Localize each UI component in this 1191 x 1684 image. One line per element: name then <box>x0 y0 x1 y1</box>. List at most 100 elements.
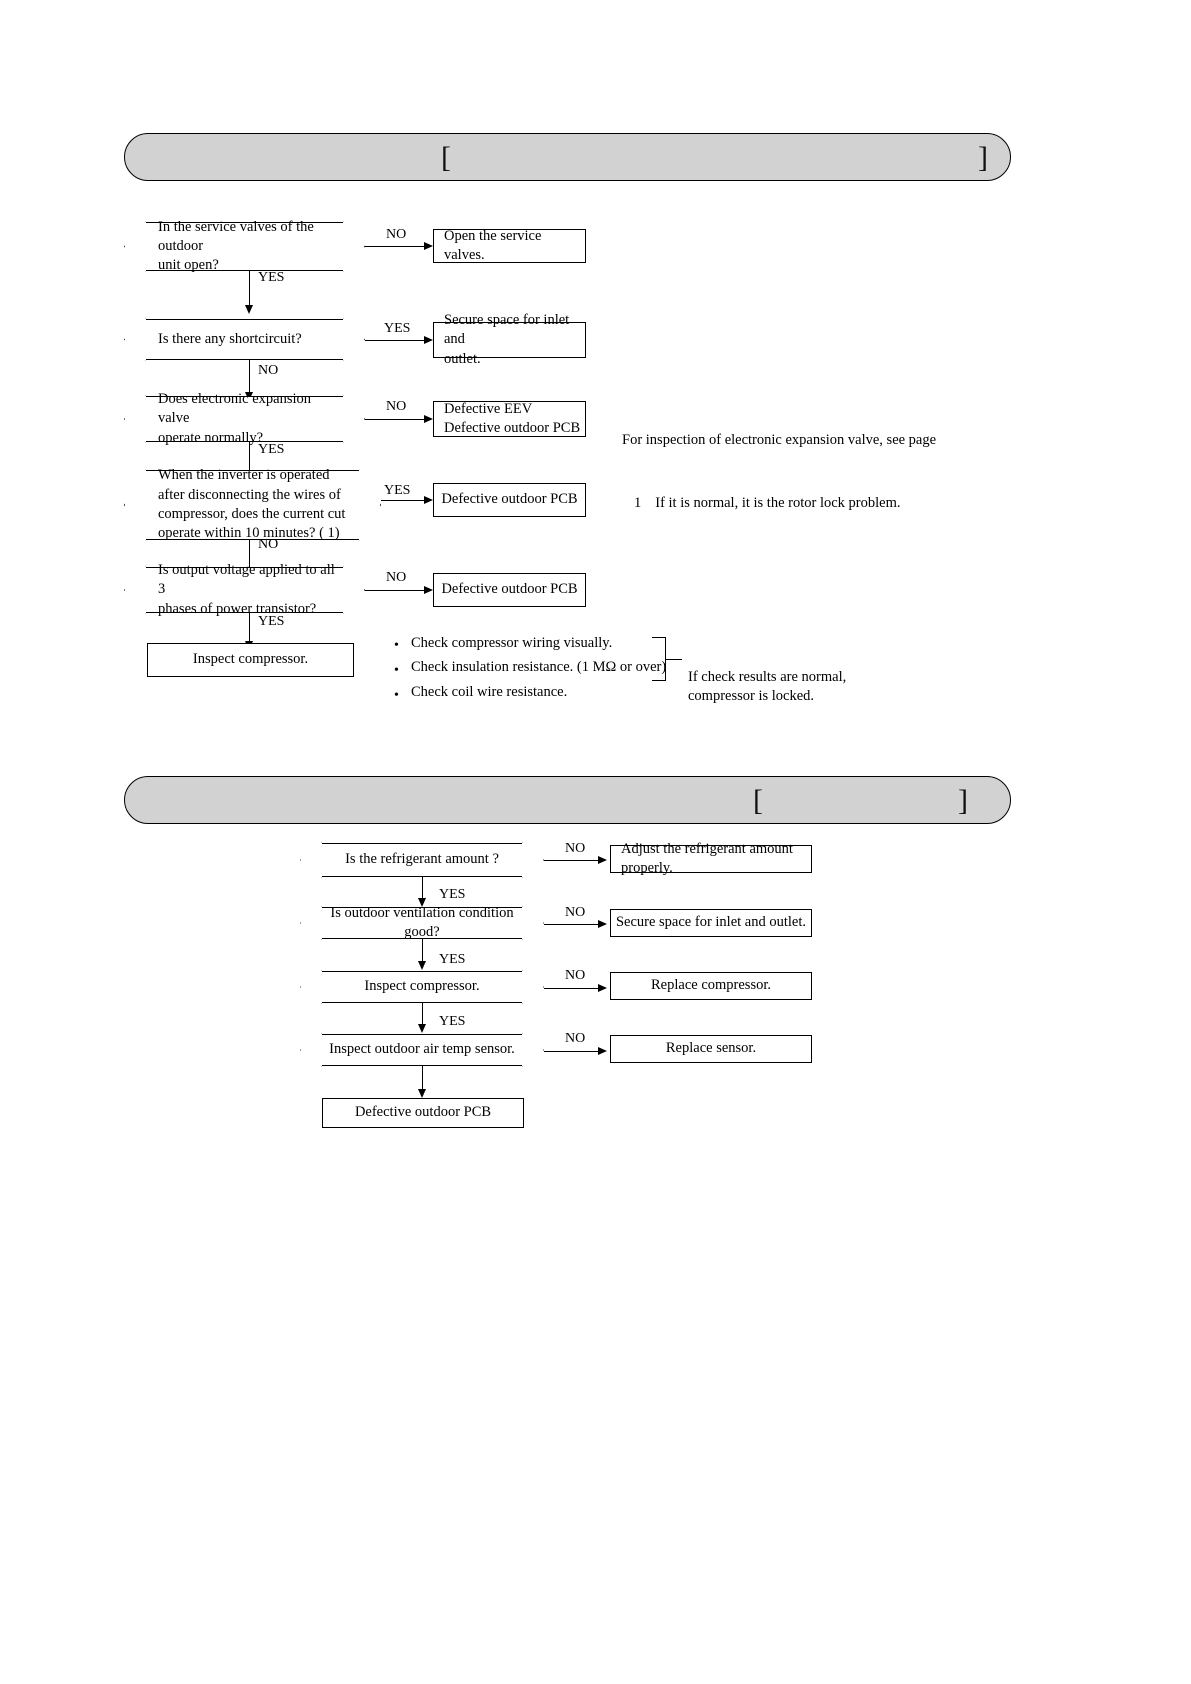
edge-b3-yes <box>422 1003 423 1027</box>
bottom-banner-close-bracket: ] <box>958 784 968 817</box>
top-banner-open-bracket: [ <box>441 141 451 174</box>
decision-eev-operates-normally-label: Does electronic expansion valve operate … <box>158 391 312 446</box>
edge-b1-yes-arrowhead <box>417 898 426 907</box>
terminal-inspect-compressor[interactable]: Inspect compressor. <box>147 643 354 677</box>
edge-d5-no-label: NO <box>386 570 407 585</box>
edge-d5-no-arrowhead <box>424 585 433 594</box>
edge-b1-no-arrowhead <box>598 855 607 864</box>
edge-d1-yes-arrowhead <box>244 305 253 314</box>
checklist-group-bracket-stem <box>666 659 682 660</box>
decision-eev-operates-normally[interactable]: Does electronic expansion valve operate … <box>146 391 343 446</box>
edge-b3-yes-arrowhead <box>417 1024 426 1033</box>
edge-d3-no <box>365 419 430 420</box>
note-eev-page-reference-text: For inspection of electronic expansion v… <box>622 431 937 448</box>
edge-d2-no-label: NO <box>258 363 279 378</box>
result-secure-space-bottom[interactable]: Secure space for inlet and outlet. <box>610 909 812 937</box>
edge-d1-yes-label: YES <box>258 270 285 285</box>
decision-refrigerant-amount[interactable]: Is the refrigerant amount ? <box>322 843 522 877</box>
edge-b3-no-arrowhead <box>598 983 607 992</box>
note-compressor-locked-text: If check results are normal, compressor … <box>688 668 847 705</box>
edge-d4-yes-arrowhead <box>424 495 433 504</box>
result-defective-eev-pcb[interactable]: Defective EEV Defective outdoor PCB <box>433 401 586 437</box>
result-replace-compressor[interactable]: Replace compressor. <box>610 972 812 1000</box>
bullet-icon-2: • <box>394 663 399 678</box>
checklist-group-bracket <box>652 637 666 681</box>
result-defective-outdoor-pcb-2[interactable]: Defective outdoor PCB <box>433 483 586 517</box>
decision-shortcircuit-label: Is there any shortcircuit? <box>158 330 302 347</box>
edge-b4-no <box>544 1051 604 1052</box>
result-adjust-refrigerant[interactable]: Adjust the refrigerant amount properly. <box>610 841 812 876</box>
decision-inspect-outdoor-air-temp-sensor[interactable]: Inspect outdoor air temp sensor. <box>322 1034 522 1066</box>
checklist-item-2: Check insulation resistance. (1 MΩ or ov… <box>411 659 667 675</box>
edge-b2-no-arrowhead <box>598 919 607 928</box>
terminal-defective-outdoor-pcb[interactable]: Defective outdoor PCB <box>322 1098 524 1128</box>
result-replace-sensor[interactable]: Replace sensor. <box>610 1035 812 1063</box>
edge-d5-yes <box>249 613 250 645</box>
result-open-service-valves-label: Open the service valves. <box>444 227 542 263</box>
edge-d5-no <box>365 590 430 591</box>
edge-b2-yes <box>422 939 423 963</box>
edge-b3-no-label: NO <box>565 968 586 983</box>
edge-b4-to-terminal <box>422 1066 423 1092</box>
edge-d2-yes-label: YES <box>384 321 411 336</box>
result-defective-outdoor-pcb-3-label: Defective outdoor PCB <box>441 581 578 598</box>
bullet-icon-1: • <box>394 638 399 653</box>
edge-d1-no <box>365 246 430 247</box>
edge-d3-no-label: NO <box>386 399 407 414</box>
decision-inverter-current-cut[interactable]: When the inverter is operated after disc… <box>146 467 359 541</box>
edge-d5-yes-label: YES <box>258 614 285 629</box>
edge-d2-yes <box>365 340 430 341</box>
checklist-item-1: Check compressor wiring visually. <box>411 635 613 651</box>
checklist-item-3: Check coil wire resistance. <box>411 684 568 700</box>
decision-output-voltage-3-phases-label: Is output voltage applied to all 3 phase… <box>158 562 335 617</box>
note-rotor-lock-text: If it is normal, it is the rotor lock pr… <box>655 495 901 511</box>
edge-b1-no-label: NO <box>565 841 586 856</box>
edge-d1-no-label: NO <box>386 227 407 242</box>
note-rotor-lock-marker: 1 <box>634 495 642 511</box>
decision-output-voltage-3-phases[interactable]: Is output voltage applied to all 3 phase… <box>146 562 343 617</box>
edge-b1-yes-label: YES <box>439 887 466 902</box>
edge-d4-yes <box>381 500 430 501</box>
edge-d3-yes <box>249 442 250 478</box>
edge-b2-yes-label: YES <box>439 952 466 967</box>
edge-d4-no <box>249 540 250 574</box>
decision-refrigerant-amount-label: Is the refrigerant amount ? <box>345 851 499 868</box>
edge-d2-no <box>249 360 250 396</box>
result-secure-space-inlet-outlet-label: Secure space for inlet and outlet. <box>444 312 570 367</box>
decision-inspect-compressor-bottom[interactable]: Inspect compressor. <box>322 971 522 1003</box>
edge-b4-no-label: NO <box>565 1031 586 1046</box>
note-eev-page-reference: For inspection of electronic expansion v… <box>622 411 952 450</box>
note-compressor-locked: If check results are normal, compressor … <box>688 648 918 707</box>
edge-b1-no <box>544 860 604 861</box>
edge-b4-to-terminal-arrowhead <box>417 1089 426 1098</box>
decision-outdoor-ventilation[interactable]: Is outdoor ventilation condition good? <box>322 905 522 940</box>
edge-b3-yes-label: YES <box>439 1014 466 1029</box>
bottom-banner: [ ] <box>124 776 1011 824</box>
result-secure-space-inlet-outlet[interactable]: Secure space for inlet and outlet. <box>433 312 586 367</box>
result-secure-space-bottom-label: Secure space for inlet and outlet. <box>615 914 807 931</box>
terminal-inspect-compressor-label: Inspect compressor. <box>192 651 309 668</box>
edge-b2-yes-arrowhead <box>417 961 426 970</box>
edge-d4-no-label: NO <box>258 537 279 552</box>
result-open-service-valves[interactable]: Open the service valves. <box>433 227 586 263</box>
edge-b1-yes <box>422 877 423 901</box>
decision-shortcircuit[interactable]: Is there any shortcircuit? <box>146 319 343 360</box>
edge-b2-no <box>544 924 604 925</box>
result-defective-outdoor-pcb-3[interactable]: Defective outdoor PCB <box>433 573 586 607</box>
result-replace-compressor-label: Replace compressor. <box>651 977 771 994</box>
edge-d2-yes-arrowhead <box>424 335 433 344</box>
top-banner: [ ] <box>124 133 1011 181</box>
result-adjust-refrigerant-label: Adjust the refrigerant amount properly. <box>621 840 793 876</box>
edge-b3-no <box>544 988 604 989</box>
edge-b2-no-label: NO <box>565 905 586 920</box>
top-banner-close-bracket: ] <box>978 141 988 174</box>
result-replace-sensor-label: Replace sensor. <box>665 1040 757 1057</box>
edge-d3-yes-label: YES <box>258 442 285 457</box>
decision-inverter-current-cut-label: When the inverter is operated after disc… <box>158 467 346 542</box>
edge-b4-no-arrowhead <box>598 1046 607 1055</box>
terminal-defective-outdoor-pcb-label: Defective outdoor PCB <box>354 1104 492 1121</box>
decision-service-valves-open[interactable]: In the service valves of the outdoor uni… <box>146 219 343 273</box>
edge-d3-no-arrowhead <box>424 414 433 423</box>
decision-service-valves-open-label: In the service valves of the outdoor uni… <box>158 218 314 274</box>
